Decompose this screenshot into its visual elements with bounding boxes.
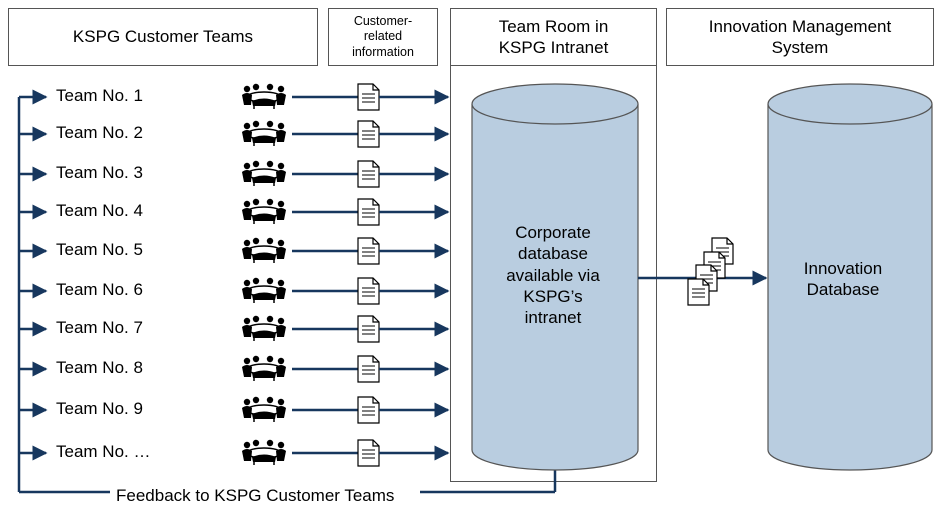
team-row [19,83,450,111]
meeting-icon [241,277,287,304]
document-icon [357,277,380,305]
team-row [19,439,450,467]
meeting-icon [241,439,287,466]
team-label: Team No. … [56,442,151,461]
team-row [19,237,450,265]
header-customer-information: Customer- related information [328,8,438,66]
meeting-icon [241,160,287,187]
meeting-icon [241,355,287,382]
team-label: Team No. 5 [56,240,143,259]
team-row [19,396,450,424]
meeting-icon [241,396,287,423]
meeting-icon [241,83,287,110]
team-rows [19,83,450,467]
team-label: Team No. 3 [56,163,143,182]
team-label: Team No. 4 [56,201,143,220]
meeting-icon [241,120,287,147]
team-label: Team No. 7 [56,318,143,337]
team-label: Team No. 9 [56,399,143,418]
document-icon [357,355,380,383]
feedback-label: Feedback to KSPG Customer Teams [112,486,399,506]
team-label: Team No. 2 [56,123,143,142]
innovation-database-label: Innovation Database [803,259,883,300]
corporate-database-top [471,83,639,125]
innovation-database-cylinder [767,104,933,471]
innovation-database-top [767,83,933,125]
team-row [19,277,450,305]
document-stack-icon [687,237,734,306]
team-row [19,198,450,226]
document-icon [357,198,380,226]
header-customer-teams: KSPG Customer Teams [8,8,318,66]
header-team-room: Team Room in KSPG Intranet [450,8,657,66]
team-label: Team No. 1 [56,86,143,105]
header-team-room-label: Team Room in KSPG Intranet [498,16,609,57]
meeting-icon [241,315,287,342]
team-row [19,160,450,188]
document-icon [357,439,380,467]
corporate-database-cylinder [471,104,639,471]
document-icon [357,396,380,424]
header-innovation-management-system: Innovation Management System [666,8,934,66]
corporate-database-label: Corporate database available via KSPG’s … [506,223,600,327]
team-room-frame [450,66,657,482]
header-customer-information-label: Customer- related information [352,13,414,59]
header-customer-teams-label: KSPG Customer Teams [72,27,254,46]
document-icon [357,83,380,111]
meeting-icon [241,198,287,225]
team-label: Team No. 8 [56,358,143,377]
document-icon [357,315,380,343]
team-label: Team No. 6 [56,280,143,299]
meeting-icon [241,237,287,264]
header-innovation-management-system-label: Innovation Management System [708,16,892,57]
team-row [19,355,450,383]
document-icon [357,120,380,148]
team-row [19,120,450,148]
team-row [19,315,450,343]
document-icon [357,160,380,188]
document-icon [357,237,380,265]
